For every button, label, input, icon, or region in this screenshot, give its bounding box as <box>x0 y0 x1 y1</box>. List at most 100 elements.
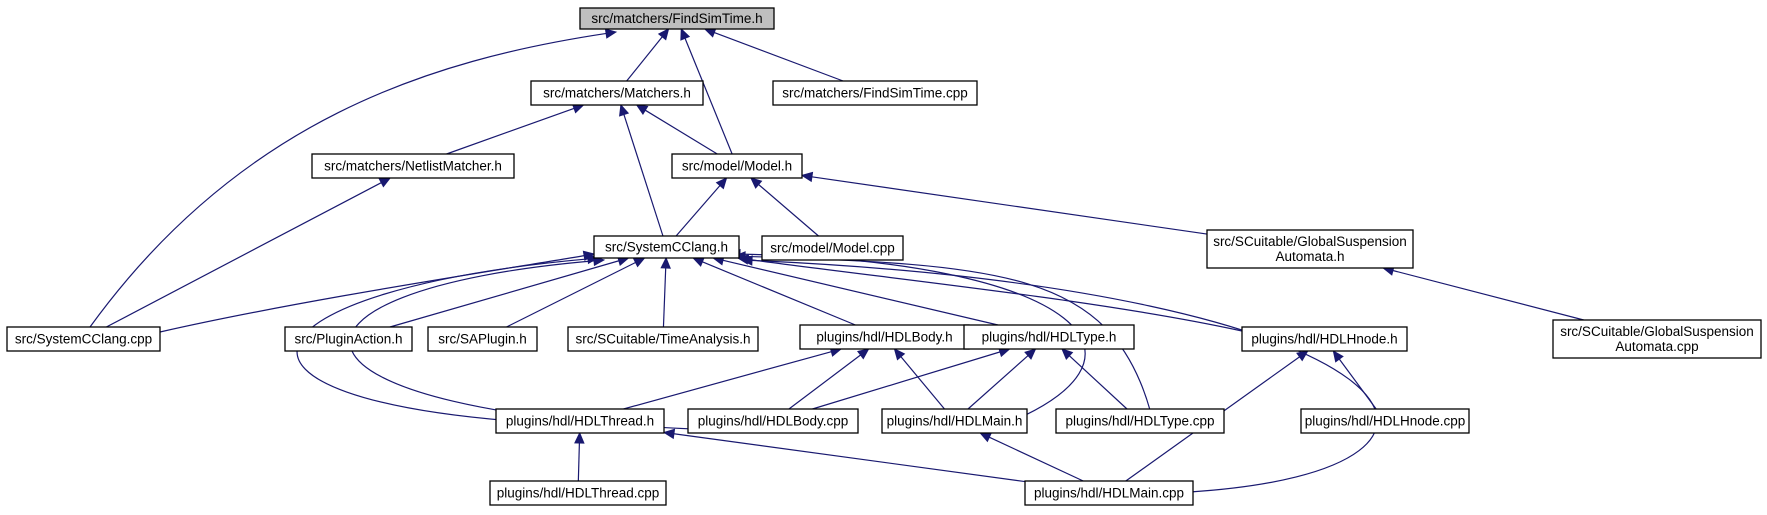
node-netlistmatcher-h[interactable]: src/matchers/NetlistMatcher.h <box>311 153 515 179</box>
node-globalsusp-cpp[interactable]: src/SCuitable/GlobalSuspensionAutomata.c… <box>1552 319 1762 359</box>
edge-arrowhead <box>800 171 814 183</box>
edge-line <box>713 31 844 82</box>
node-model-h[interactable]: src/model/Model.h <box>671 153 803 179</box>
edge-pluginaction-h-to-systemcclang-h <box>389 255 630 328</box>
edge-arrowhead <box>692 257 705 267</box>
edge-line <box>106 181 383 328</box>
edge-hdlbody-h-to-systemcclang-h <box>692 257 856 326</box>
node-box <box>1552 319 1762 359</box>
edge-line <box>623 350 833 410</box>
edge-arrowhead <box>750 177 763 189</box>
node-label: src/model/Model.h <box>682 159 792 174</box>
node-hdlbody-cpp[interactable]: plugins/hdl/HDLBody.cpp <box>687 408 859 434</box>
edge-arrowhead <box>619 103 630 117</box>
node-hdlbody-h[interactable]: plugins/hdl/HDLBody.h <box>799 324 970 350</box>
edge-arrowhead <box>680 27 691 41</box>
node-label: src/SystemCClang.h <box>605 240 728 255</box>
edge-hdlmain-cpp-to-hdlthread-h <box>662 428 1026 483</box>
node-label: src/PluginAction.h <box>294 332 402 347</box>
edge-line <box>626 35 664 82</box>
node-model-cpp[interactable]: src/model/Model.cpp <box>761 235 904 261</box>
node-hdlthread-h[interactable]: plugins/hdl/HDLThread.h <box>495 408 665 434</box>
edge-arrowhead <box>378 177 392 188</box>
edge-systemcclang-h-to-model-h <box>675 177 728 237</box>
edge-matchers-h-to-findsimtime-h <box>626 28 670 82</box>
edge-hdlmain-cpp-to-systemcclang-h <box>740 255 1378 493</box>
node-hdlhnode-h[interactable]: plugins/hdl/HDLHnode.h <box>1241 326 1408 352</box>
node-hdltype-h[interactable]: plugins/hdl/HDLType.h <box>963 324 1135 350</box>
node-label: plugins/hdl/HDLHnode.h <box>1251 332 1397 347</box>
node-box <box>1055 408 1225 434</box>
edge-line <box>159 254 586 333</box>
node-box <box>1024 480 1194 506</box>
node-label: plugins/hdl/HDLBody.h <box>816 330 952 345</box>
node-label: plugins/hdl/HDLMain.cpp <box>1034 486 1184 501</box>
node-layer: src/matchers/FindSimTime.h src/matchers/M… <box>6 7 1762 506</box>
edge-hdlhnode-h-to-systemcclang-h <box>736 254 1243 332</box>
node-label: src/SCuitable/GlobalSuspension <box>1560 324 1754 339</box>
edge-model-h-to-matchers-h <box>635 104 718 155</box>
node-label: src/matchers/FindSimTime.cpp <box>782 86 968 101</box>
edge-arrowhead <box>574 431 585 444</box>
node-systemcclang-cpp[interactable]: src/SystemCClang.cpp <box>6 326 161 352</box>
node-hdlhnode-cpp[interactable]: plugins/hdl/HDLHnode.cpp <box>1300 408 1470 434</box>
edge-systemcclang-h-to-matchers-h <box>619 103 664 237</box>
node-hdlmain-cpp[interactable]: plugins/hdl/HDLMain.cpp <box>1024 480 1194 506</box>
node-label: src/matchers/NetlistMatcher.h <box>324 159 502 174</box>
node-matchers-h[interactable]: src/matchers/Matchers.h <box>530 80 704 106</box>
edge-line <box>812 351 1002 410</box>
edge-arrowhead <box>893 348 906 361</box>
node-box <box>1206 229 1414 269</box>
edge-arrowhead <box>657 28 670 41</box>
node-box <box>495 408 665 434</box>
node-hdlthread-cpp[interactable]: plugins/hdl/HDLThread.cpp <box>489 480 667 506</box>
edge-hdlmain-h-to-hdlbody-h <box>893 348 945 410</box>
edge-line <box>750 259 1378 493</box>
node-box <box>593 235 740 259</box>
edge-line <box>662 266 667 328</box>
edge-hdlthread-cpp-to-hdlthread-h <box>574 431 585 482</box>
edge-globalsusp-cpp-to-globalsusp-h <box>1382 265 1584 321</box>
edge-findsimtime-cpp-to-findsimtime-h <box>703 27 844 82</box>
edge-hdltype-cpp-to-hdltype-h <box>1061 348 1128 410</box>
node-box <box>671 153 803 179</box>
node-label: src/matchers/FindSimTime.h <box>591 11 762 26</box>
edge-arrowhead <box>635 104 649 115</box>
node-findsimtime-cpp[interactable]: src/matchers/FindSimTime.cpp <box>772 80 978 106</box>
edge-arrowhead <box>740 255 753 266</box>
node-pluginaction-h[interactable]: src/PluginAction.h <box>284 326 413 352</box>
edge-systemcclang-cpp-to-systemcclang-h <box>159 250 596 333</box>
edge-arrowhead <box>1061 348 1074 360</box>
node-hdlmain-h[interactable]: plugins/hdl/HDLMain.h <box>881 408 1028 434</box>
edge-line <box>506 261 637 328</box>
edge-arrowhead <box>1296 350 1309 362</box>
node-label: Automata.cpp <box>1615 339 1698 354</box>
node-hdltype-cpp[interactable]: plugins/hdl/HDLType.cpp <box>1055 408 1225 434</box>
edge-systemcclang-cpp-to-findsimtime-h <box>89 28 618 328</box>
node-systemcclang-h[interactable]: src/SystemCClang.h <box>593 235 740 259</box>
node-box <box>530 80 704 106</box>
edge-globalsusp-h-to-model-h <box>800 171 1208 235</box>
edge-hdlbody-cpp-to-hdltype-h <box>812 347 1011 410</box>
node-findsimtime-h[interactable]: src/matchers/FindSimTime.h <box>579 7 775 30</box>
edge-hdlbody-cpp-to-hdlbody-h <box>788 348 870 410</box>
node-label: src/SystemCClang.cpp <box>15 332 152 347</box>
node-box <box>579 7 775 30</box>
node-label: Automata.h <box>1275 249 1344 264</box>
node-label: plugins/hdl/HDLMain.h <box>887 414 1023 429</box>
node-saplugin-h[interactable]: src/SAPlugin.h <box>427 326 538 352</box>
edge-line <box>446 107 576 155</box>
node-label: plugins/hdl/HDLHnode.cpp <box>1305 414 1466 429</box>
node-box <box>687 408 859 434</box>
edge-line <box>89 32 608 328</box>
edge-arrowhead <box>857 348 870 360</box>
node-timeanalysis-h[interactable]: src/SCuitable/TimeAnalysis.h <box>567 326 759 352</box>
edge-timeanalysis-h-to-systemcclang-h <box>660 256 671 328</box>
node-label: src/SAPlugin.h <box>438 332 527 347</box>
edge-line <box>701 260 856 326</box>
edge-line <box>684 37 733 155</box>
edge-line <box>389 259 620 328</box>
node-box <box>489 480 667 506</box>
node-box <box>881 408 1028 434</box>
